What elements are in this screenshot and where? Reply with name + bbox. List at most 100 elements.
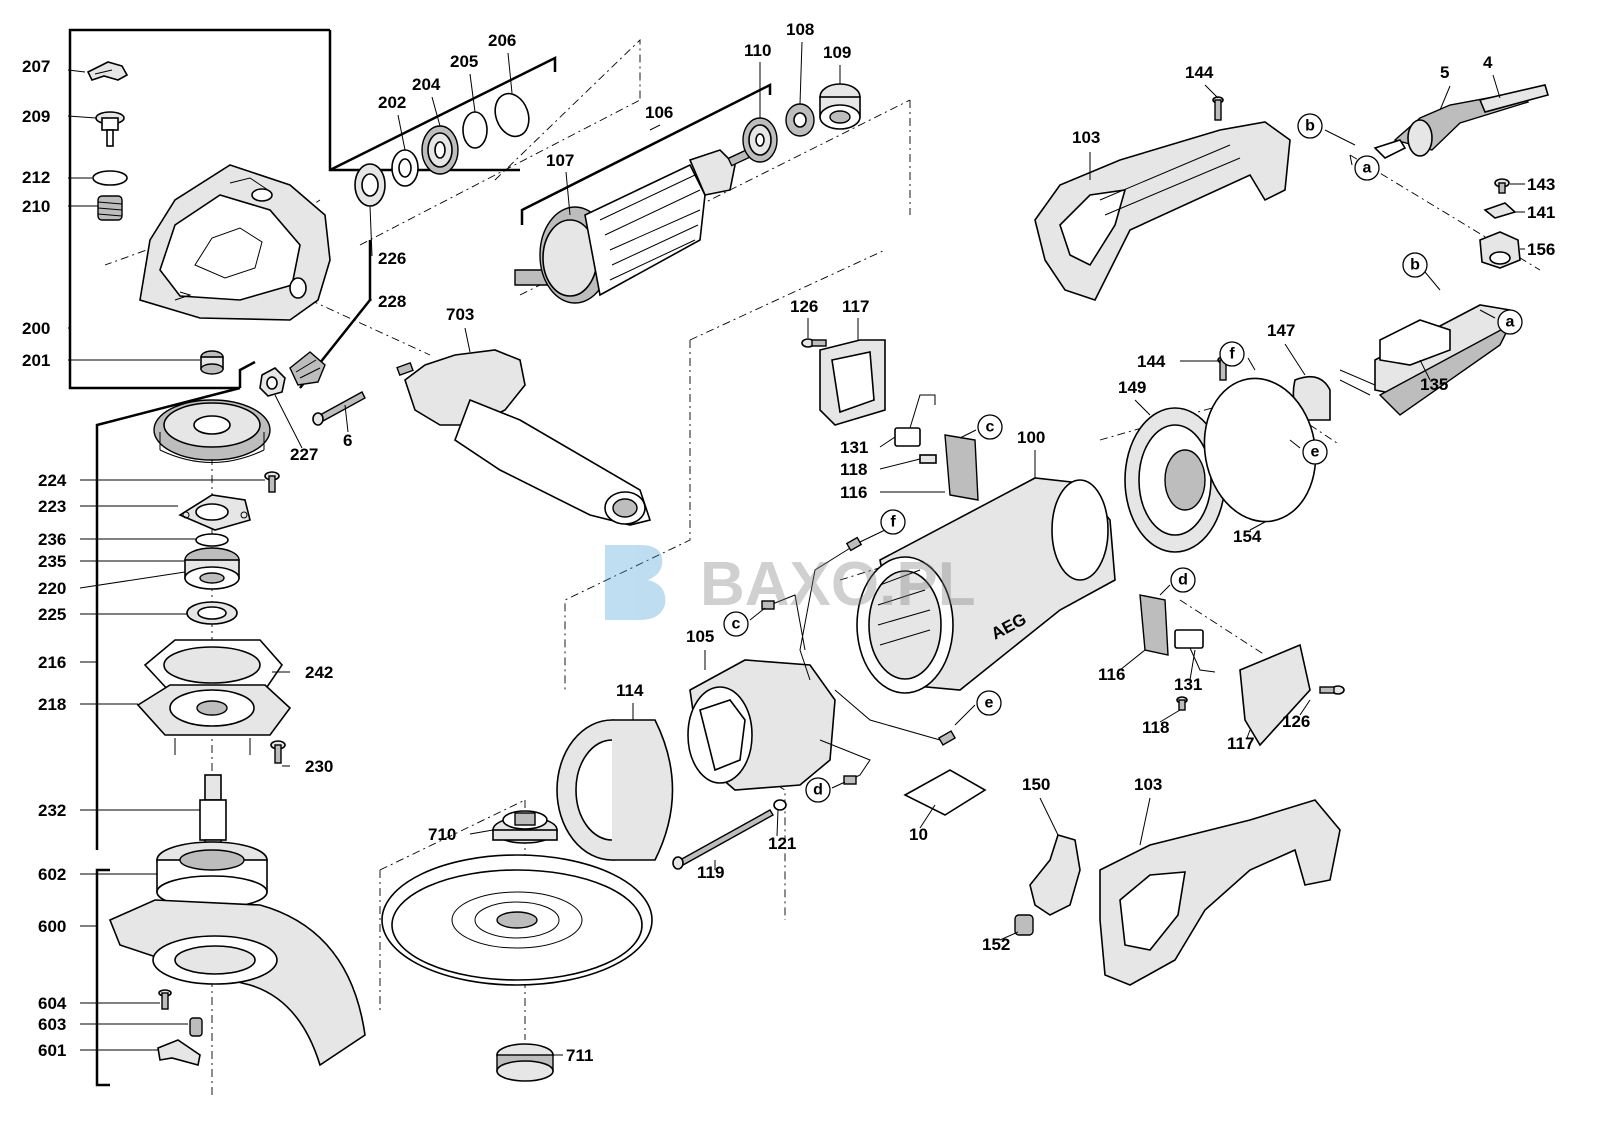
leader-lines xyxy=(67,41,1525,1056)
label-part-209: 209 xyxy=(22,107,50,126)
connector-letter-d: d xyxy=(805,777,846,803)
leader-line-152 xyxy=(999,931,1019,941)
label-part-601: 601 xyxy=(38,1041,66,1060)
part-209-pin xyxy=(95,111,125,147)
part-labels: 2072092122102002012242232362352202252162… xyxy=(22,20,1555,1065)
label-part-131: 131 xyxy=(840,438,868,457)
label-part-143: 143 xyxy=(1527,175,1555,194)
part-117-brush-cover-top xyxy=(819,339,886,426)
part-603-spring xyxy=(189,1017,203,1037)
leader-line-116 xyxy=(1119,649,1146,671)
label-part-218: 218 xyxy=(38,695,66,714)
leader-line-710 xyxy=(469,829,494,835)
part-156-cap xyxy=(1479,231,1521,269)
label-part-604: 604 xyxy=(38,994,67,1013)
part-604-screw xyxy=(158,989,172,1010)
group-bracket-200 xyxy=(68,28,330,390)
label-part-210: 210 xyxy=(22,197,50,216)
part-202-washer xyxy=(391,149,419,187)
label-part-200: 200 xyxy=(22,319,50,338)
axis-line xyxy=(359,99,641,246)
part-207-lever xyxy=(86,61,129,81)
label-part-603: 603 xyxy=(38,1015,66,1034)
part-220-bearing xyxy=(184,547,240,590)
label-part-116: 116 xyxy=(840,483,867,502)
part-126-screw-bottom xyxy=(1319,685,1345,695)
label-part-5: 5 xyxy=(1440,63,1449,82)
part-grinding-disc xyxy=(381,854,653,986)
axis-line xyxy=(699,739,786,920)
connector-letter-b: b xyxy=(1402,252,1441,291)
part-601-lever xyxy=(157,1039,201,1066)
part-109-bushing xyxy=(819,83,861,130)
leader-line-117 xyxy=(1246,729,1251,739)
leader-line-205 xyxy=(469,73,476,113)
part-105-stator xyxy=(687,659,836,791)
part-225-seal xyxy=(186,601,238,625)
connector-letter-a: a xyxy=(1479,309,1523,335)
part-118-screw-bottom xyxy=(1176,696,1188,711)
leader-line-103 xyxy=(1139,797,1151,846)
part-602-clamp-ring xyxy=(156,841,268,909)
connector-letter-d: d xyxy=(1159,567,1196,596)
part-131-brush-top xyxy=(894,394,936,447)
part-131-brush-bottom xyxy=(1174,629,1216,673)
part-206-snap-ring xyxy=(494,92,530,138)
leader-line-10 xyxy=(919,804,936,829)
label-part-602: 602 xyxy=(38,865,66,884)
connector-letter-f: f xyxy=(1219,341,1256,371)
label-part-216: 216 xyxy=(38,653,66,672)
svg-text:d: d xyxy=(813,782,823,799)
leader-line-147 xyxy=(1284,343,1306,376)
label-part-201: 201 xyxy=(22,351,50,370)
part-236-washer xyxy=(195,533,229,547)
wire-e xyxy=(834,689,941,741)
watermark-text: BAXO.PL xyxy=(700,550,976,619)
part-103-handle-half-top xyxy=(1034,121,1291,301)
part-600-wheel-guard xyxy=(108,899,366,1067)
wire-f xyxy=(799,544,856,681)
label-part-147: 147 xyxy=(1267,321,1295,340)
part-230-screw xyxy=(270,740,286,764)
leader-line-126 xyxy=(1299,699,1311,716)
svg-text:f: f xyxy=(1229,346,1235,363)
part-110-bearing xyxy=(742,117,778,163)
leader-line-227 xyxy=(274,394,303,449)
label-part-207: 207 xyxy=(22,57,50,76)
svg-text:e: e xyxy=(1311,444,1320,461)
part-cord-clamp xyxy=(1373,139,1407,159)
connector-letter-e: e xyxy=(1289,439,1328,465)
label-part-126: 126 xyxy=(790,297,818,316)
part-204-bearing xyxy=(421,125,459,175)
leader-line-5 xyxy=(1439,85,1451,111)
svg-text:b: b xyxy=(1410,257,1420,274)
leader-line-204 xyxy=(431,96,441,127)
label-part-119: 119 xyxy=(697,863,724,882)
label-part-100: 100 xyxy=(1017,428,1045,447)
part-116-brush-holder-top xyxy=(919,434,979,501)
connector-letter-e: e xyxy=(954,690,1002,726)
axis-line xyxy=(689,249,886,341)
label-part-4: 4 xyxy=(1483,53,1493,72)
part-10-label-plate xyxy=(903,769,987,816)
part-108-bearing xyxy=(785,103,815,137)
watermark: BAXO.PL xyxy=(605,545,976,620)
label-part-206: 206 xyxy=(488,31,516,50)
part-205-ring xyxy=(462,111,488,149)
part-107-armature xyxy=(514,146,756,304)
label-part-116: 116 xyxy=(1098,665,1125,684)
part-126-screw-top xyxy=(801,338,827,348)
group-bracket-600 xyxy=(95,868,110,1087)
label-part-105: 105 xyxy=(686,627,714,646)
leader-line-108 xyxy=(799,41,803,105)
label-part-131: 131 xyxy=(1174,675,1202,694)
label-part-232: 232 xyxy=(38,801,66,820)
label-part-106: 106 xyxy=(645,103,673,122)
leader-line-209 xyxy=(67,115,97,119)
svg-text:e: e xyxy=(985,695,994,712)
axis-line xyxy=(564,340,691,690)
part-226-nut xyxy=(354,163,386,207)
label-part-226: 226 xyxy=(378,249,406,268)
part-710-flange xyxy=(492,810,558,844)
axis-line xyxy=(1264,394,1341,446)
